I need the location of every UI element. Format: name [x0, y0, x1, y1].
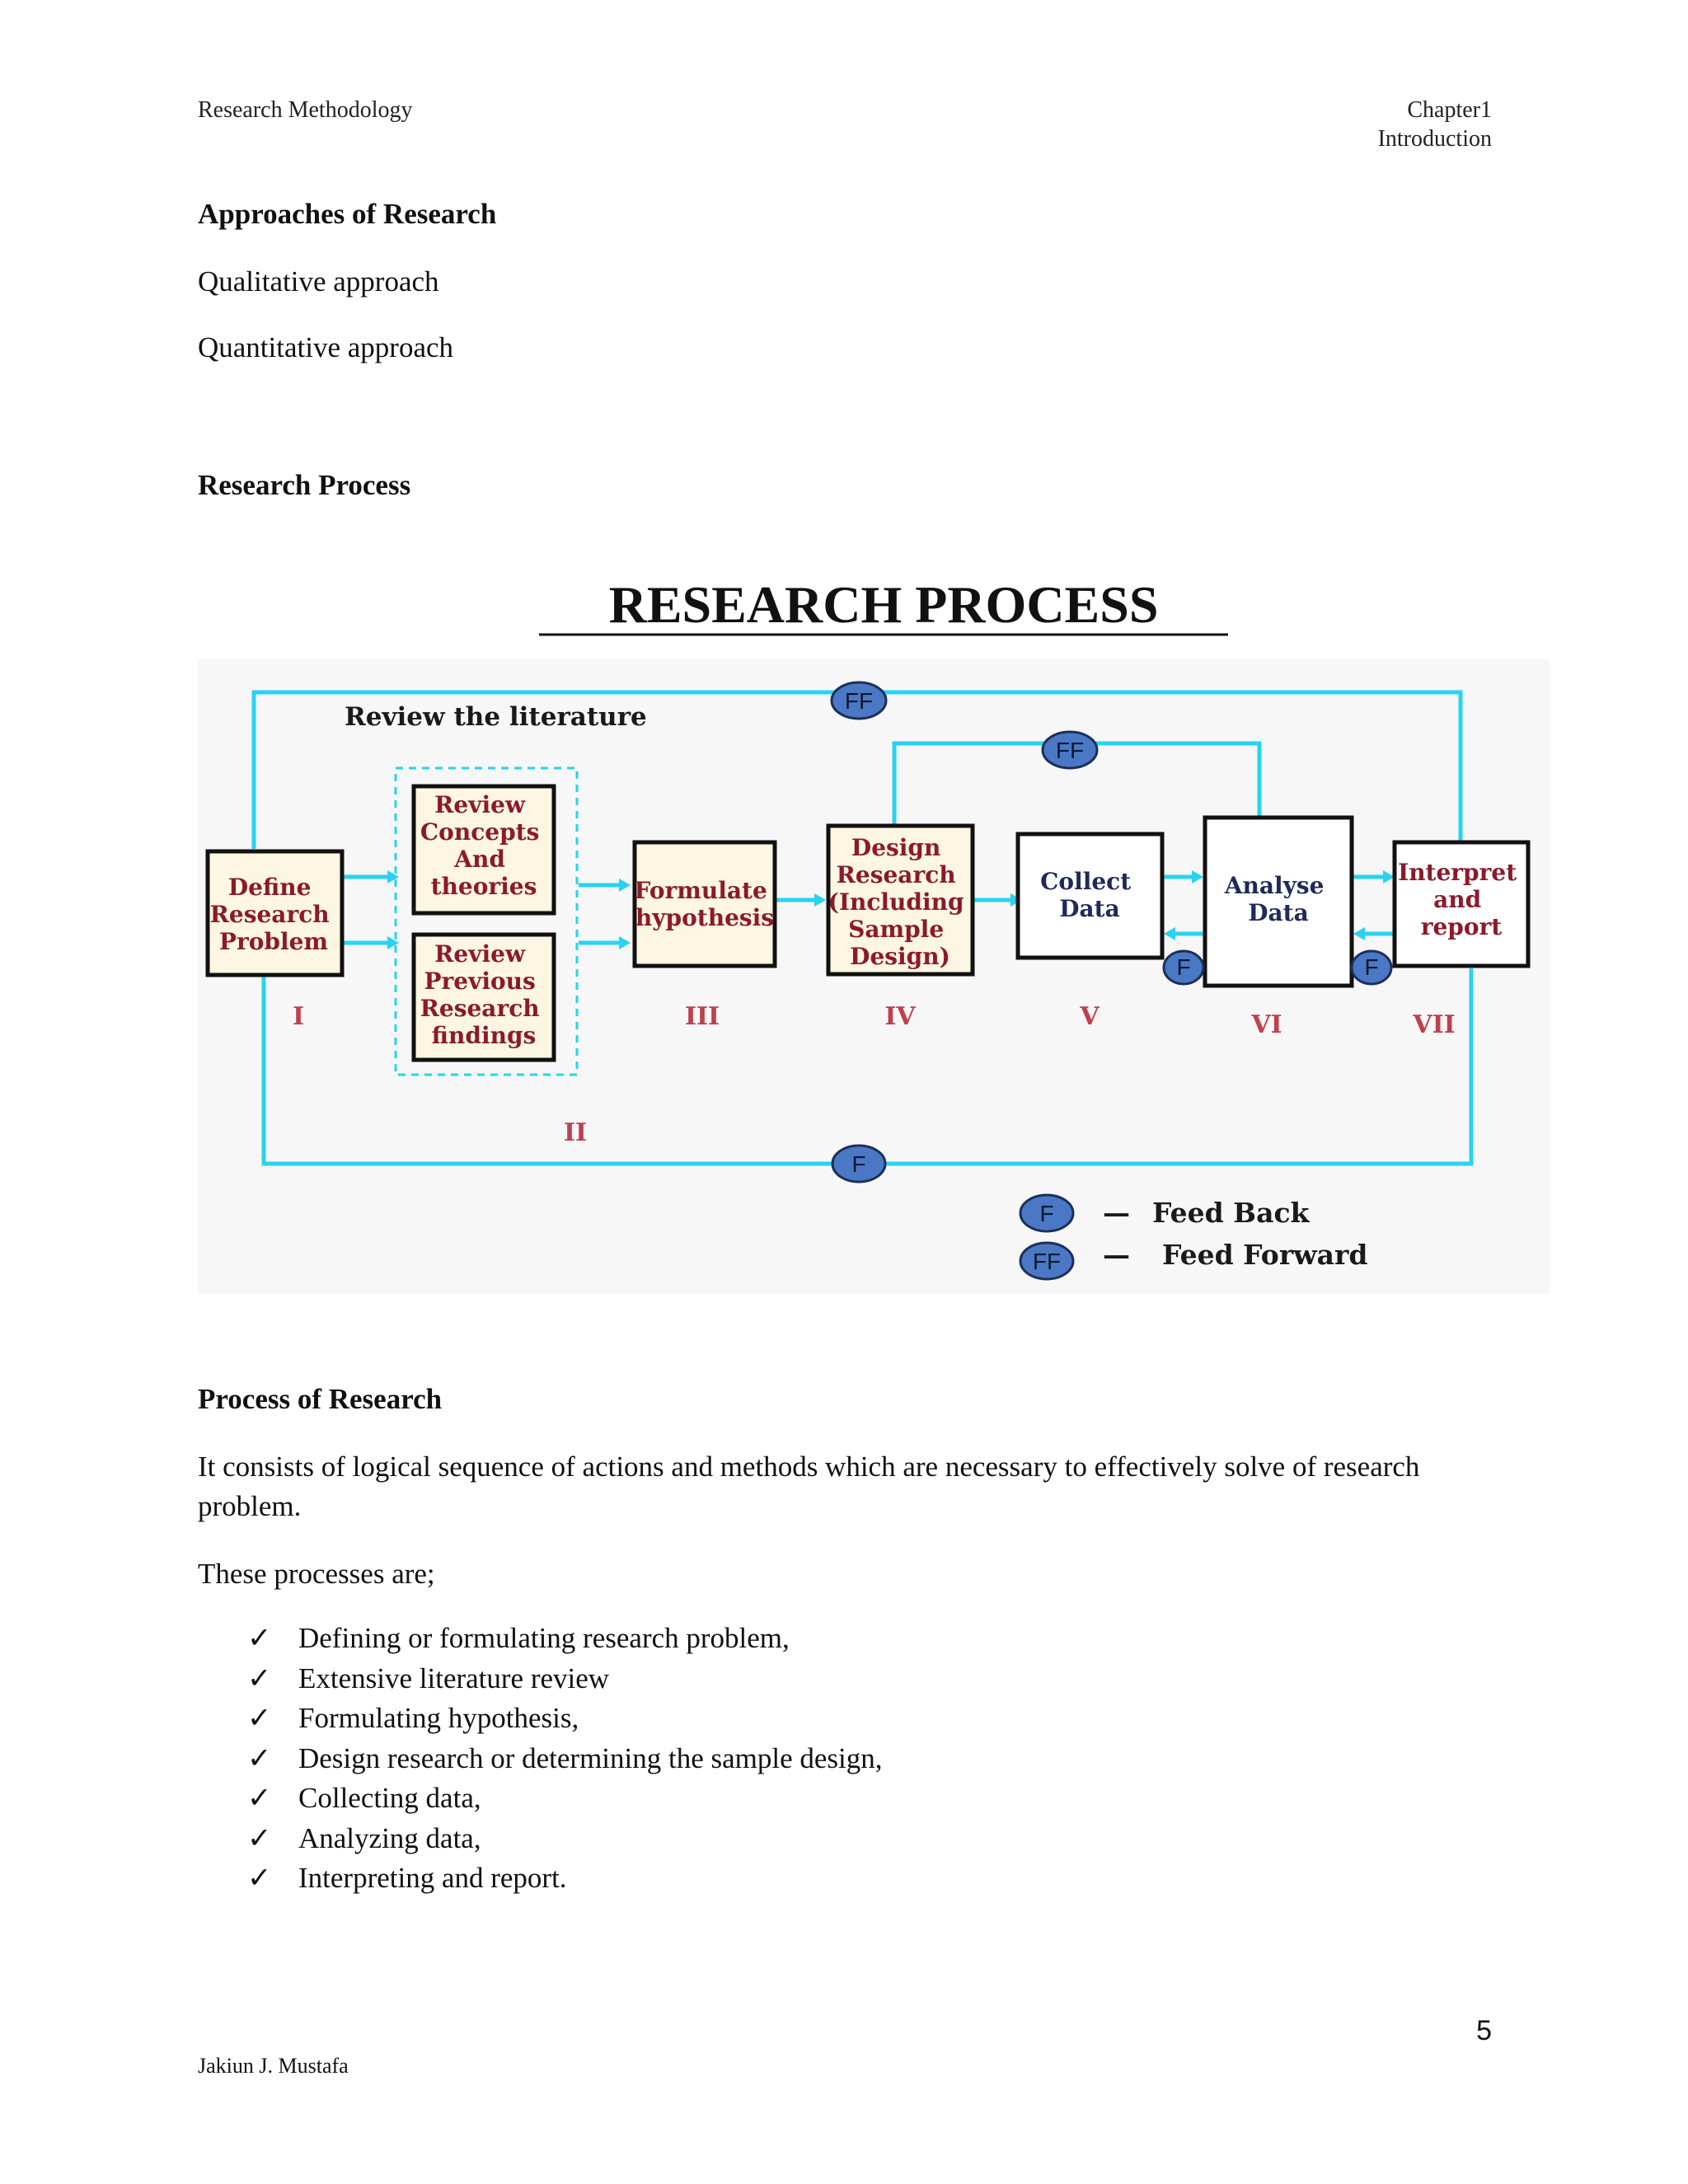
numeral-vi: VI: [1250, 1010, 1282, 1039]
arrowhead: [619, 936, 631, 949]
process-paragraph-line2: problem.: [198, 1490, 302, 1522]
legend-feed-forward: FF — Feed Forward: [1019, 1239, 1367, 1281]
check-icon: ✓: [247, 1622, 272, 1654]
running-header-right-section: Introduction: [1377, 126, 1492, 152]
check-icon: ✓: [247, 1862, 272, 1894]
box-formulate-label: Formulate hypothesis: [634, 877, 775, 931]
f-circle-bottom: F: [831, 1144, 887, 1183]
running-header-left: Research Methodology: [198, 97, 413, 123]
list-item: ✓Formulating hypothesis,: [247, 1699, 883, 1739]
arrowhead: [1383, 870, 1395, 883]
check-icon: ✓: [247, 1661, 272, 1694]
numeral-ii: II: [564, 1118, 587, 1147]
process-of-research-heading: Process of Research: [198, 1383, 443, 1415]
numeral-v: V: [1079, 1002, 1100, 1031]
numeral-iv: IV: [884, 1002, 916, 1031]
legend-feed-back-label: Feed Back: [1152, 1197, 1311, 1229]
box-interpret-label: Interpret and report: [1398, 859, 1525, 940]
numeral-iii: III: [685, 1002, 720, 1031]
svg-text:FF: FF: [1033, 1249, 1061, 1274]
svg-text:F: F: [1176, 954, 1190, 980]
box-concepts-label: Review Concepts And theories: [420, 791, 547, 900]
arrowhead: [1192, 870, 1203, 883]
svg-text:F: F: [1364, 954, 1378, 980]
list-item: ✓Analyzing data,: [247, 1819, 883, 1859]
approaches-heading: Approaches of Research: [198, 198, 497, 230]
approach-item-quantitative: Quantitative approach: [198, 331, 454, 363]
list-item: ✓Collecting data,: [247, 1779, 883, 1819]
box-collect-data: [1015, 832, 1165, 960]
box-define-research-problem: [205, 849, 345, 977]
check-icon: ✓: [247, 1702, 272, 1734]
arrowhead: [814, 893, 826, 907]
svg-text:FF: FF: [845, 688, 873, 714]
diagram-title: RESEARCH PROCESS: [609, 575, 1159, 634]
literature-review-group: [394, 766, 579, 1076]
box-review-concepts: [411, 784, 556, 916]
arrowheads: [387, 870, 1395, 949]
numeral-vii: VII: [1412, 1010, 1455, 1039]
process-checklist: ✓Defining or formulating research proble…: [247, 1619, 883, 1899]
research-process-heading: Research Process: [198, 469, 411, 501]
box-previous-label: Review Previous Research findings: [420, 940, 548, 1049]
list-item: ✓Interpreting and report.: [247, 1858, 883, 1899]
review-literature-label: Review the literature: [345, 702, 647, 732]
footer-author: Jakiun J. Mustafa: [198, 2054, 349, 2078]
check-icon: ✓: [247, 1741, 272, 1774]
legend-feed-forward-label: Feed Forward: [1162, 1239, 1367, 1271]
box-formulate-hypothesis: [632, 840, 777, 968]
legend-feed-back: F — Feed Back: [1019, 1193, 1311, 1233]
ff-circle-design-analyse: FF: [1041, 730, 1099, 770]
list-item: ✓Extensive literature review: [247, 1659, 883, 1699]
legend-dash: —: [1103, 1197, 1130, 1229]
list-item: ✓Defining or formulating research proble…: [247, 1619, 883, 1659]
box-design-research: [826, 823, 975, 977]
box-review-previous-findings: [411, 932, 556, 1062]
arrowhead: [1353, 927, 1365, 940]
f-circle-analyse: F: [1350, 949, 1393, 986]
box-interpret-report: [1392, 840, 1531, 968]
legend-dash: —: [1103, 1239, 1130, 1271]
box-design-label: Design Research (Including Sample Design…: [828, 834, 973, 970]
page-number: 5: [1476, 2015, 1492, 2046]
numeral-i: I: [293, 1002, 304, 1031]
f-circle-collect: F: [1162, 949, 1205, 986]
list-item: ✓Design research or determining the samp…: [247, 1739, 883, 1779]
box-analyse-data: [1203, 815, 1354, 988]
check-icon: ✓: [247, 1821, 272, 1854]
arrowhead: [619, 879, 631, 892]
arrowhead: [387, 936, 399, 949]
box-collect-label: Collect Data: [1040, 868, 1139, 922]
svg-text:F: F: [851, 1151, 865, 1177]
box-define-label: Define Research Problem: [210, 874, 338, 955]
svg-text:FF: FF: [1056, 738, 1084, 763]
arrowhead: [1164, 927, 1175, 940]
box-analyse-label: Analyse Data: [1224, 872, 1332, 926]
process-paragraph-line1: It consists of logical sequence of actio…: [198, 1451, 1420, 1483]
arrowhead: [387, 870, 399, 883]
processes-intro: These processes are;: [198, 1558, 435, 1590]
research-process-diagram: RESEARCH PROCESS: [198, 575, 1550, 1294]
check-icon: ✓: [247, 1782, 272, 1814]
ff-circle-top: FF: [830, 681, 888, 720]
approach-item-qualitative: Qualitative approach: [198, 265, 439, 298]
svg-text:F: F: [1039, 1201, 1053, 1226]
running-header-right-chapter: Chapter1: [1407, 97, 1492, 123]
process-paragraph: It consists of logical sequence of actio…: [198, 1447, 1496, 1526]
